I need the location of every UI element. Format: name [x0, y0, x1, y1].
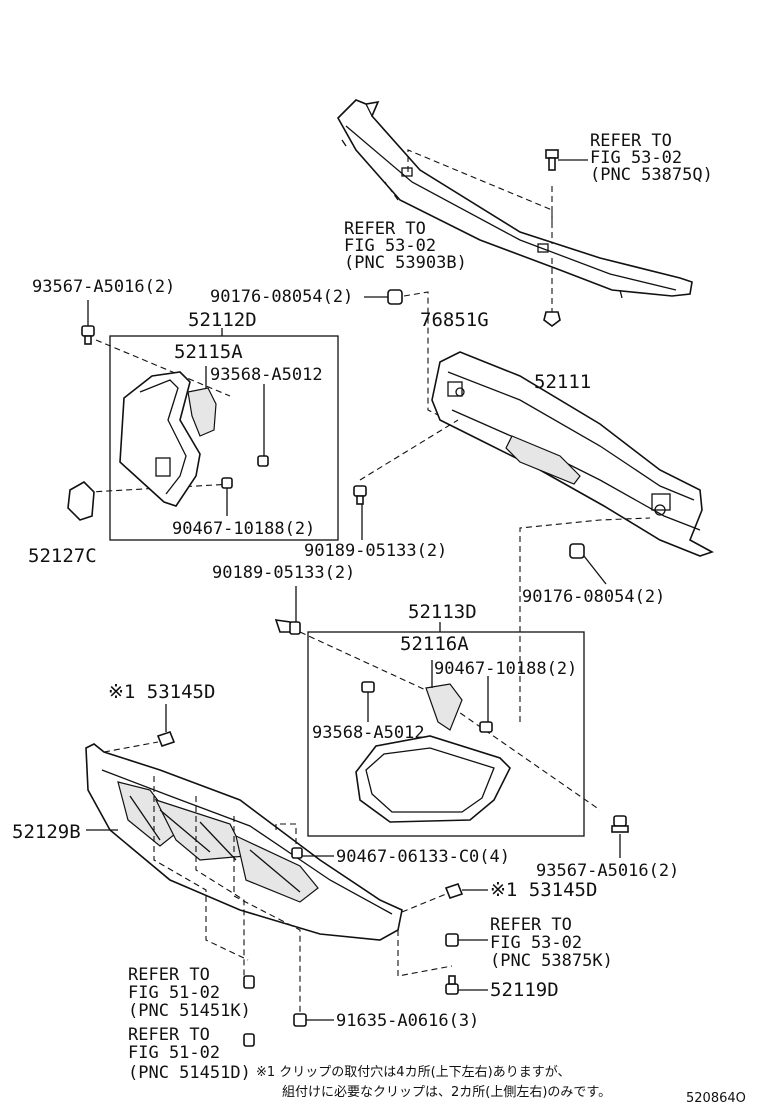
svg-text:REFER TO: REFER TO	[128, 1025, 210, 1045]
svg-text:REFER TO: REFER TO	[344, 219, 426, 239]
label-52116a: 52116A	[400, 633, 469, 655]
label-90176-right: 90176-08054(2)	[522, 587, 665, 607]
label-52119d: 52119D	[490, 979, 559, 1001]
label-53145d-bottom: ※1 53145D	[490, 879, 597, 901]
bolt-icon	[274, 619, 301, 635]
figure-id: 520864O	[686, 1091, 746, 1106]
label-90176-top: 90176-08054(2)	[210, 287, 353, 307]
label-refer-51451k: REFER TO FIG 51-02 (PNC 51451K)	[128, 965, 251, 1021]
label-93567-top: 93567-A5016(2)	[32, 277, 175, 297]
bolt-icon	[445, 975, 459, 995]
svg-text:※1 クリップの取付穴は4カ所(上下左右)ありますが、: ※1 クリップの取付穴は4カ所(上下左右)ありますが、	[256, 1065, 570, 1080]
clip-icon	[221, 477, 233, 489]
svg-text:(PNC 51451D): (PNC 51451D)	[128, 1063, 251, 1083]
svg-text:FIG 53-02: FIG 53-02	[590, 148, 682, 168]
svg-text:FIG 51-02: FIG 51-02	[128, 1043, 220, 1063]
svg-text:(PNC 53903B): (PNC 53903B)	[344, 253, 467, 273]
bolt-icon	[445, 933, 459, 947]
clip-icon	[156, 731, 176, 747]
svg-text:FIG 53-02: FIG 53-02	[490, 933, 582, 953]
assembly-box-52112d	[109, 335, 339, 541]
label-52113d: 52113D	[408, 601, 477, 623]
label-90467-06133: 90467-06133-C0(4)	[336, 847, 510, 867]
nut-icon	[543, 311, 561, 327]
svg-text:REFER TO: REFER TO	[128, 965, 210, 985]
clip-icon	[444, 883, 464, 899]
bumper-end-left	[119, 371, 201, 507]
label-93568-left: 93568-A5012	[210, 365, 323, 385]
label-52112d: 52112D	[188, 309, 257, 331]
clip-icon	[291, 847, 303, 859]
assembly-box-52113d	[307, 631, 585, 837]
svg-text:(PNC 53875Q): (PNC 53875Q)	[590, 165, 713, 185]
svg-text:組付けに必要なクリップは、2カ所(上側左右)のみです。: 組付けに必要なクリップは、2カ所(上側左右)のみです。	[282, 1085, 611, 1100]
clip-icon	[545, 149, 559, 171]
label-93567-right: 93567-A5016(2)	[536, 861, 679, 881]
label-refer-51451d: REFER TO FIG 51-02 (PNC 51451D)	[128, 1025, 251, 1083]
label-52129b: 52129B	[12, 821, 81, 843]
svg-text:REFER TO: REFER TO	[490, 915, 572, 935]
label-refer-53903b: REFER TO FIG 53-02 (PNC 53903B)	[344, 219, 467, 273]
label-93568-right: 93568-A5012	[312, 723, 425, 743]
label-90467-left: 90467-10188(2)	[172, 519, 315, 539]
cap-52127c	[67, 481, 95, 521]
svg-text:(PNC 53875K): (PNC 53875K)	[490, 951, 613, 971]
lower-grille-52129b	[85, 743, 403, 941]
label-91635: 91635-A0616(3)	[336, 1011, 479, 1031]
bracket-52115a	[187, 387, 217, 437]
footnote: ※1 クリップの取付穴は4カ所(上下左右)ありますが、 組付けに必要なクリップは…	[256, 1065, 611, 1100]
bumper-end-right	[355, 735, 511, 823]
label-52127c: 52127C	[28, 545, 97, 567]
label-refer-53875q: REFER TO FIG 53-02 (PNC 53875Q)	[590, 131, 713, 185]
label-refer-53875k: REFER TO FIG 53-02 (PNC 53875K)	[490, 915, 613, 971]
bolt-icon	[293, 1013, 307, 1027]
label-76851g: 76851G	[420, 309, 489, 331]
bolt-icon	[243, 975, 255, 989]
bracket-52116a	[425, 683, 463, 731]
clip-icon	[361, 681, 375, 693]
label-53145d-top: ※1 53145D	[108, 681, 215, 703]
bolt-icon	[81, 325, 95, 345]
clip-icon	[257, 455, 269, 467]
clip-icon	[569, 543, 585, 559]
svg-text:REFER TO: REFER TO	[590, 131, 672, 151]
label-52115a: 52115A	[174, 341, 243, 363]
bumper-reinforcement-52111	[431, 351, 714, 557]
svg-text:FIG 51-02: FIG 51-02	[128, 983, 220, 1003]
bolt-icon	[353, 485, 367, 505]
label-52111: 52111	[534, 371, 591, 393]
svg-text:FIG 53-02: FIG 53-02	[344, 236, 436, 256]
label-90467-right: 90467-10188(2)	[434, 659, 577, 679]
label-90189-right: 90189-05133(2)	[304, 541, 447, 561]
bolt-icon	[611, 815, 629, 833]
svg-text:(PNC 51451K): (PNC 51451K)	[128, 1001, 251, 1021]
bolt-icon	[243, 1033, 255, 1047]
clip-icon	[479, 721, 493, 733]
label-90189-left: 90189-05133(2)	[212, 563, 355, 583]
clip-icon	[387, 289, 403, 305]
upper-bumper-strip	[337, 99, 693, 299]
